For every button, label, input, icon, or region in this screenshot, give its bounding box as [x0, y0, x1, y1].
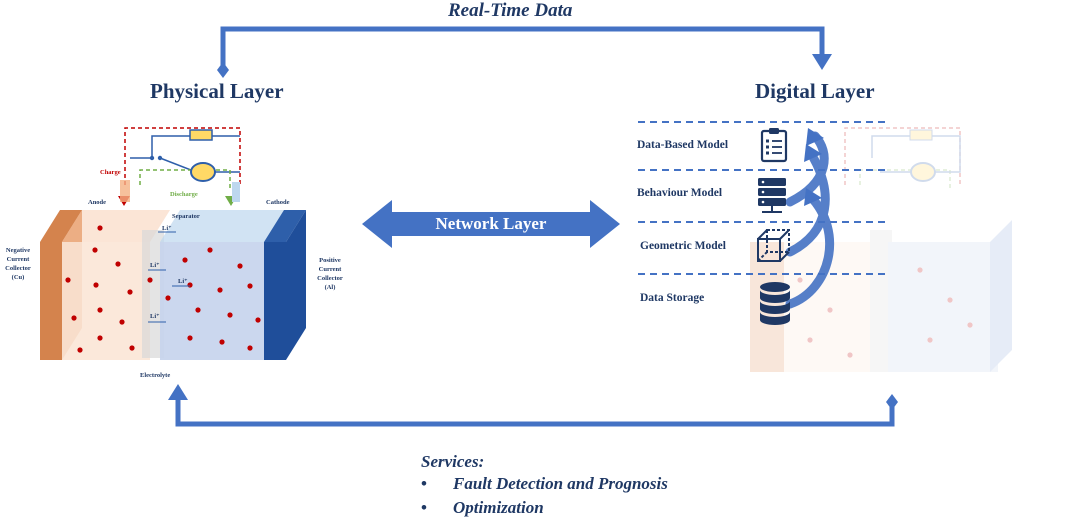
- real-time-data-label: Real-Time Data: [448, 0, 573, 21]
- svg-text:(Cu): (Cu): [12, 274, 25, 281]
- svg-text:(Al): (Al): [325, 284, 336, 291]
- battery-cell: Charge Discharge Anode Separator Cathode…: [5, 127, 343, 379]
- behaviour-model-label: Behaviour Model: [637, 187, 723, 199]
- positive-collector: [264, 210, 306, 360]
- services-feedback-arrow: [168, 384, 898, 427]
- anode: [62, 242, 150, 360]
- service-item: •Fault Detection and Prognosis: [421, 474, 668, 493]
- data-storage-label: Data Storage: [640, 292, 705, 304]
- data-based-model-label: Data-Based Model: [637, 139, 729, 151]
- network-layer-arrow: [362, 200, 620, 248]
- svg-text:Collector: Collector: [317, 275, 343, 282]
- ion-label-2: Li⁺: [150, 262, 160, 269]
- model-flow-arrows: [785, 131, 835, 309]
- digital-layer-title: Digital Layer: [755, 79, 875, 103]
- services-list: •Fault Detection and Prognosis •Optimiza…: [421, 472, 668, 520]
- services-block: Services: •Fault Detection and Prognosis…: [421, 452, 668, 520]
- geometric-model-label: Geometric Model: [640, 240, 726, 252]
- positive-collector-label: Positive Current Collector (Al): [317, 257, 343, 291]
- svg-text:Current: Current: [7, 256, 30, 263]
- digital-models: [638, 121, 885, 325]
- negative-collector: [40, 210, 82, 360]
- svg-text:Collector: Collector: [5, 265, 31, 272]
- ion-flow-arrows: [148, 231, 190, 323]
- svg-text:Positive: Positive: [319, 257, 341, 264]
- service-item: •Optimization: [421, 498, 544, 517]
- negative-collector-label: Negative Current Collector (Cu): [5, 247, 31, 281]
- ion-label-3: Li⁺: [178, 278, 188, 285]
- svg-text:Current: Current: [319, 266, 342, 273]
- services-heading: Services:: [421, 452, 485, 471]
- discharge-label: Discharge: [170, 191, 198, 198]
- server-icon: [758, 178, 786, 213]
- battery-cell-diagram: Charge Discharge Anode Separator Cathode…: [5, 127, 343, 379]
- clipboard-icon: [760, 128, 788, 163]
- charge-label: Charge: [100, 169, 121, 176]
- separator: [142, 230, 164, 358]
- network-layer-label: Network Layer: [435, 214, 547, 233]
- cube-icon: [757, 229, 790, 262]
- cathode-label: Cathode: [266, 199, 290, 206]
- separator-label: Separator: [172, 213, 200, 220]
- cathode: [160, 242, 280, 360]
- svg-text:Negative: Negative: [6, 247, 30, 254]
- anode-label: Anode: [88, 199, 106, 206]
- physical-layer-title: Physical Layer: [150, 79, 284, 103]
- external-circuit: [124, 127, 241, 190]
- model-dividers: [638, 121, 885, 275]
- ion-label-4: Li⁺: [150, 313, 160, 320]
- electrolyte-label: Electrolyte: [140, 372, 170, 379]
- ion-label-1: Li⁺: [162, 225, 172, 232]
- real-time-data-arrow: [217, 26, 832, 78]
- database-icon: [760, 282, 790, 325]
